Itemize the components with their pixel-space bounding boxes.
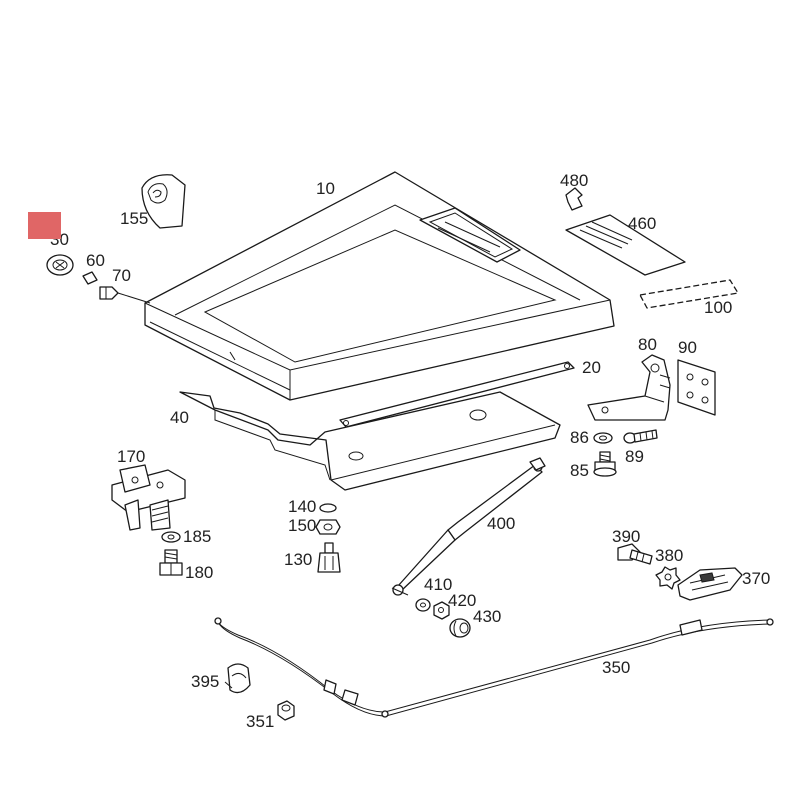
callout-70: 70 [112, 266, 131, 285]
washer-140 [319, 503, 337, 513]
callout-185: 185 [183, 527, 211, 546]
callout-100: 100 [704, 298, 732, 317]
nut-420 [433, 601, 450, 620]
callout-180: 180 [185, 563, 213, 582]
hinge-80 [587, 354, 671, 421]
callout-140: 140 [288, 497, 316, 516]
callout-170: 170 [117, 447, 145, 466]
callout-90: 90 [678, 338, 697, 357]
callout-430: 430 [473, 607, 501, 626]
callout-10: 10 [316, 179, 335, 198]
callout-460: 460 [628, 214, 656, 233]
clamp-395 [224, 663, 251, 694]
rubber-roll-155 [141, 174, 186, 229]
callout-85: 85 [570, 461, 589, 480]
callout-155: 155 [120, 209, 148, 228]
callout-60: 60 [86, 251, 105, 270]
release-handle-370 [677, 567, 743, 601]
callout-480: 480 [560, 171, 588, 190]
callout-400: 400 [487, 514, 515, 533]
seal-strip [339, 361, 575, 428]
gas-strut-400 [391, 457, 546, 596]
callout-350: 350 [602, 658, 630, 677]
nut-351 [277, 700, 295, 721]
callout-390: 390 [612, 527, 640, 546]
callout-20: 20 [582, 358, 601, 377]
bolt-180 [159, 549, 183, 576]
washer-185 [161, 531, 181, 543]
callout-420: 420 [448, 591, 476, 610]
callout-410: 410 [424, 575, 452, 594]
screw-89 [623, 429, 658, 444]
callout-40: 40 [170, 408, 189, 427]
bolt-85 [593, 451, 617, 477]
plate-90 [677, 359, 716, 416]
cap-430 [449, 618, 471, 638]
buffer-130 [317, 542, 341, 573]
bolt-390 [617, 543, 653, 565]
callout-130: 130 [284, 550, 312, 569]
callout-89: 89 [625, 447, 644, 466]
hood-lock-170 [111, 464, 186, 531]
bolt-70 [99, 286, 151, 304]
washer-410 [415, 598, 431, 612]
nut-150 [315, 519, 341, 535]
callout-80: 80 [638, 335, 657, 354]
cover-plate-460 [565, 214, 686, 276]
callout-380: 380 [655, 546, 683, 565]
label-100 [639, 279, 739, 309]
bowden-cable-350 [214, 617, 774, 718]
callout-370: 370 [742, 569, 770, 588]
callout-395: 395 [191, 672, 219, 691]
star-washer-380 [655, 566, 681, 590]
grommet-30 [46, 254, 74, 276]
callout-labels: 10 20 30 40 60 70 80 85 86 89 90 100 130… [50, 171, 770, 731]
insulation-mat [179, 391, 561, 491]
callout-86: 86 [570, 428, 589, 447]
callout-150: 150 [288, 516, 316, 535]
clip-60 [82, 271, 98, 285]
clip-480 [565, 187, 583, 211]
highlight-marker [28, 212, 61, 239]
callout-351: 351 [246, 712, 274, 731]
hood-panel [144, 171, 615, 401]
washer-86 [593, 432, 613, 444]
